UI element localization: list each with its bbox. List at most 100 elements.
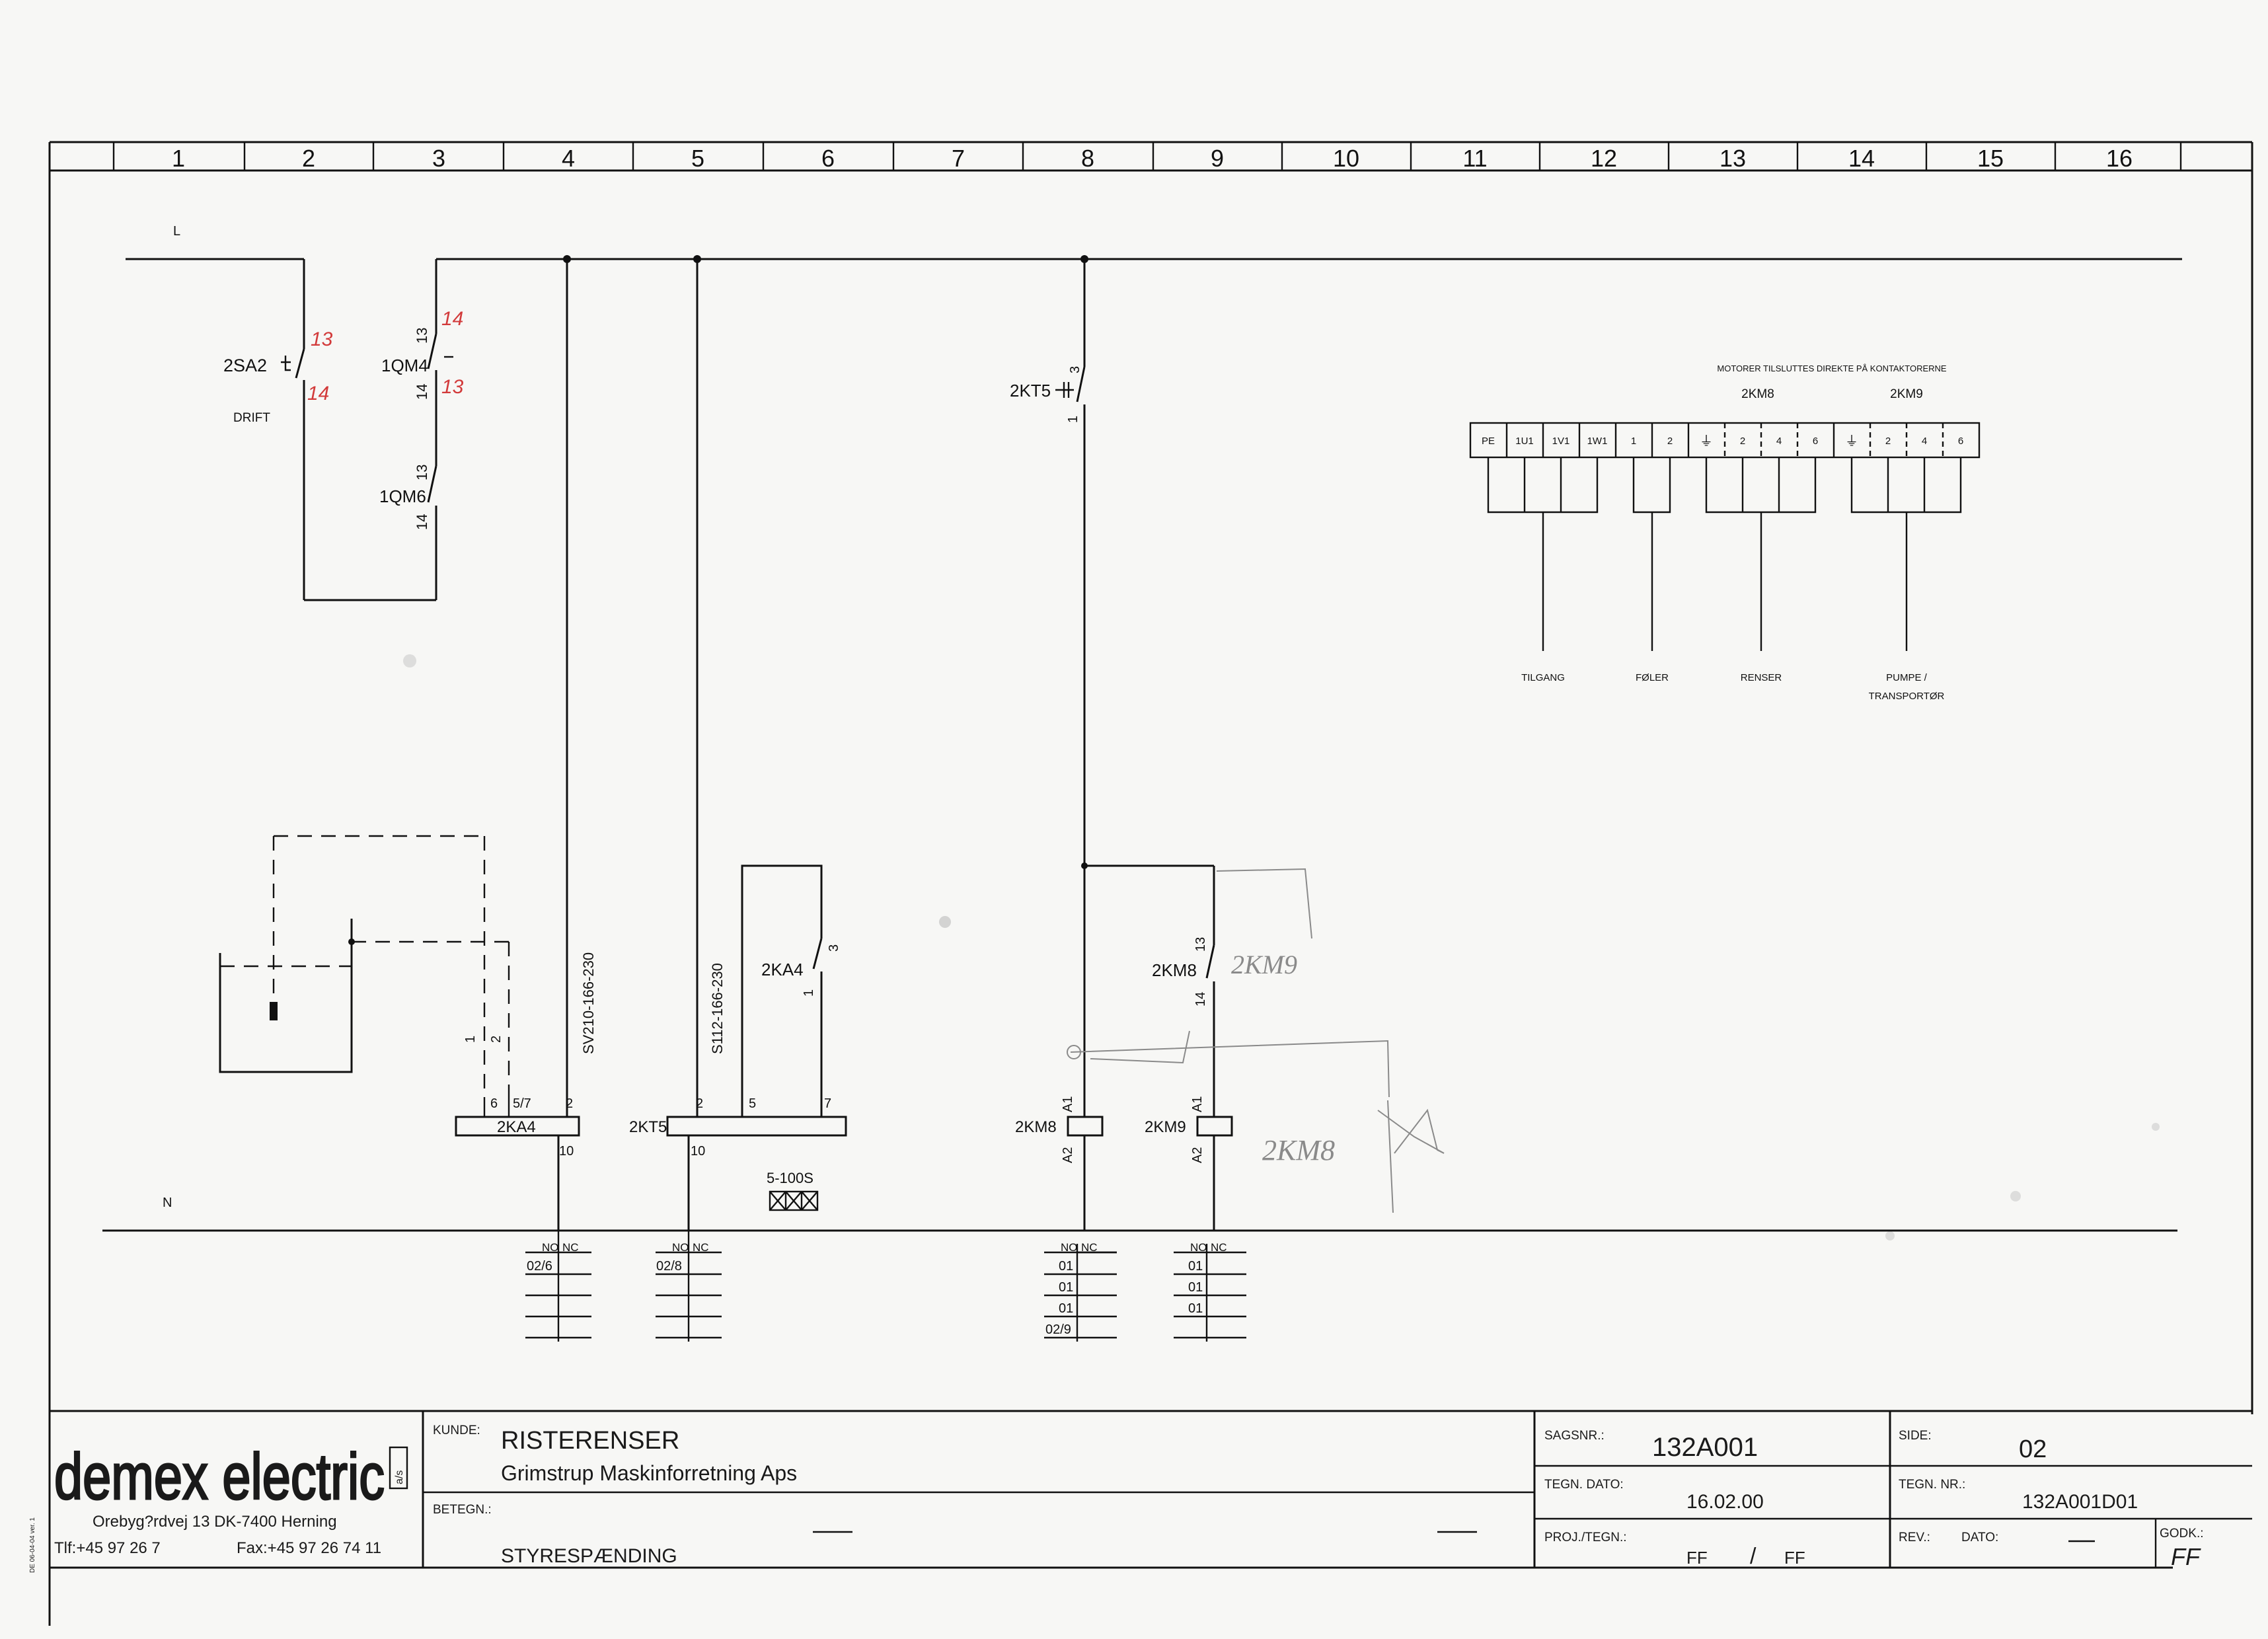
xref-no: NO <box>1061 1241 1078 1254</box>
xref-nc: NC <box>1211 1241 1227 1254</box>
xref-kt5-1: 02/8 <box>656 1259 682 1274</box>
xref-kt5: NO NC 02/8 <box>656 1231 722 1342</box>
km-branch: 2KT5 3 1 2KM8 13 14 2KM8 A1 A2 2KM9 A1 A… <box>1010 259 1233 1231</box>
km8-contact-label: 2KM8 <box>1152 960 1197 980</box>
ka4-coil-type: SV210-166-230 <box>580 952 597 1054</box>
term-1w1: 1W1 <box>1587 436 1608 447</box>
godk-label: GODK.: <box>2160 1527 2204 1541</box>
proj-sep: / <box>1750 1544 1757 1569</box>
kt5-pin-2: 2 <box>696 1096 703 1111</box>
xref-km9-1: 01 <box>1188 1259 1203 1274</box>
level-pin-2: 2 <box>489 1036 504 1043</box>
col-2: 2 <box>302 145 315 172</box>
col-11: 11 <box>1462 145 1487 172</box>
km8-contact-pin-14: 14 <box>1193 992 1208 1007</box>
tegn-dato-label: TEGN. DATO: <box>1544 1478 1624 1492</box>
sa2-qm-branch: 2SA2 DRIFT 13 14 1QM4 13 14 14 13 1QM6 1… <box>223 259 464 601</box>
qm4-pin-bot: 14 <box>414 384 430 400</box>
logo-badge: a/s <box>394 1470 405 1484</box>
sagsnr-value: 132A001 <box>1652 1433 1758 1462</box>
xref-km9-3: 01 <box>1188 1301 1203 1316</box>
col-1: 1 <box>172 145 185 172</box>
tegn-dato-value: 16.02.00 <box>1686 1491 1764 1513</box>
power-rails: L N <box>102 224 2182 1232</box>
tegn-nr-label: TEGN. NR.: <box>1899 1478 1965 1492</box>
kunde-company: Grimstrup Maskinforretning Aps <box>501 1461 797 1485</box>
term-km8-4: 4 <box>1776 436 1782 447</box>
qm6-label: 1QM6 <box>379 486 426 506</box>
xref-km8-2: 01 <box>1059 1280 1073 1295</box>
betegn-label: BETEGN.: <box>433 1503 492 1517</box>
sa2-label: 2SA2 <box>223 356 267 375</box>
terminal-heading: MOTORER TILSLUTTES DIREKTE PÅ KONTAKTORE… <box>1717 363 1947 373</box>
col-5: 5 <box>691 145 704 172</box>
ground-icon: ⏚ <box>1700 434 1713 449</box>
sa2-caption: DRIFT <box>233 411 270 425</box>
kt5-coil <box>666 1116 847 1137</box>
col-14: 14 <box>1848 145 1875 172</box>
ka4-contact-loop <box>741 864 823 1117</box>
xref-km9: NO NC 01 01 01 <box>1174 1241 1246 1342</box>
term-km9-6: 6 <box>1958 436 1963 447</box>
proj-a: FF <box>1686 1548 1708 1568</box>
km8-coil <box>1067 1116 1104 1137</box>
km9-coil-label: 2KM9 <box>1145 1118 1186 1136</box>
kt5-timer: 2KT5 2 5 7 10 S112-166-230 2KA4 3 1 5-10… <box>629 259 847 1231</box>
xref-km8-1: 01 <box>1059 1259 1073 1274</box>
betegn-value: STYRESPÆNDING <box>501 1545 677 1567</box>
ka4-pin-6: 6 <box>490 1096 498 1111</box>
sa2-pin-14-note: 14 <box>307 383 329 404</box>
load-tilgang: TILGANG <box>1521 672 1565 683</box>
term-1v1: 1V1 <box>1552 436 1570 447</box>
term-km9-4: 4 <box>1922 436 1927 447</box>
proj-b: FF <box>1784 1548 1805 1568</box>
terminal-km9-label: 2KM9 <box>1890 387 1923 401</box>
qm4-contact <box>427 333 437 369</box>
xref-nc: NC <box>1081 1241 1098 1254</box>
xref-km9-2: 01 <box>1188 1280 1203 1295</box>
rev-label: REV.: <box>1899 1531 1930 1544</box>
term-1u1: 1U1 <box>1515 436 1534 447</box>
ka4-pin-2: 2 <box>566 1096 573 1111</box>
company-fax: Fax:+45 97 26 74 11 <box>237 1539 381 1557</box>
tank <box>219 919 353 1073</box>
ka4-contact-pin-1: 1 <box>802 989 816 997</box>
kt5-contact-label: 2KT5 <box>1010 381 1051 400</box>
xref-no: NO <box>1190 1241 1207 1254</box>
timer-symbol <box>769 1190 819 1211</box>
scan-artifacts <box>403 654 2160 1240</box>
xref-no: NO <box>672 1241 689 1254</box>
dato-label: DATO: <box>1961 1531 1998 1544</box>
kt5-contact <box>1076 366 1086 402</box>
xref-nc: NC <box>693 1241 709 1254</box>
col-9: 9 <box>1211 145 1224 172</box>
level-sensor: 1 2 <box>219 835 510 1117</box>
kt5-pin-10: 10 <box>691 1144 705 1159</box>
rail-l-label: L <box>173 224 180 239</box>
rail-n-label: N <box>163 1196 172 1210</box>
km9-coil <box>1196 1116 1233 1137</box>
sa2-contact <box>295 348 305 379</box>
km9-a1: A1 <box>1190 1096 1205 1112</box>
qm6-pin-bot: 14 <box>414 514 430 530</box>
title-block: demex electric a/s Orebyg?rdvej 13 DK-74… <box>29 1410 2252 1626</box>
terminal-km8-label: 2KM8 <box>1741 387 1774 401</box>
kunde-name: RISTERENSER <box>501 1427 679 1455</box>
col-7: 7 <box>952 145 965 172</box>
load-pumpe: PUMPE / <box>1886 672 1928 683</box>
terminal-strip: MOTORER TILSLUTTES DIREKTE PÅ KONTAKTORE… <box>1469 363 1981 702</box>
xref-km8-4: 02/9 <box>1045 1322 1071 1337</box>
ka4-coil-label: 2KA4 <box>497 1118 536 1136</box>
col-12: 12 <box>1591 145 1617 172</box>
qm4-label: 1QM4 <box>381 356 428 375</box>
xref-no: NO <box>542 1241 559 1254</box>
ka4-pin-10: 10 <box>559 1144 574 1159</box>
sensor-probe <box>270 1002 278 1020</box>
kt5-contact-pin-3: 3 <box>1068 366 1082 373</box>
ground-icon: ⏚ <box>1845 434 1858 449</box>
xref-ka4: NO NC 02/6 <box>525 1231 591 1342</box>
term-pe: PE <box>1482 436 1495 447</box>
col-13: 13 <box>1720 145 1746 172</box>
col-8: 8 <box>1081 145 1094 172</box>
